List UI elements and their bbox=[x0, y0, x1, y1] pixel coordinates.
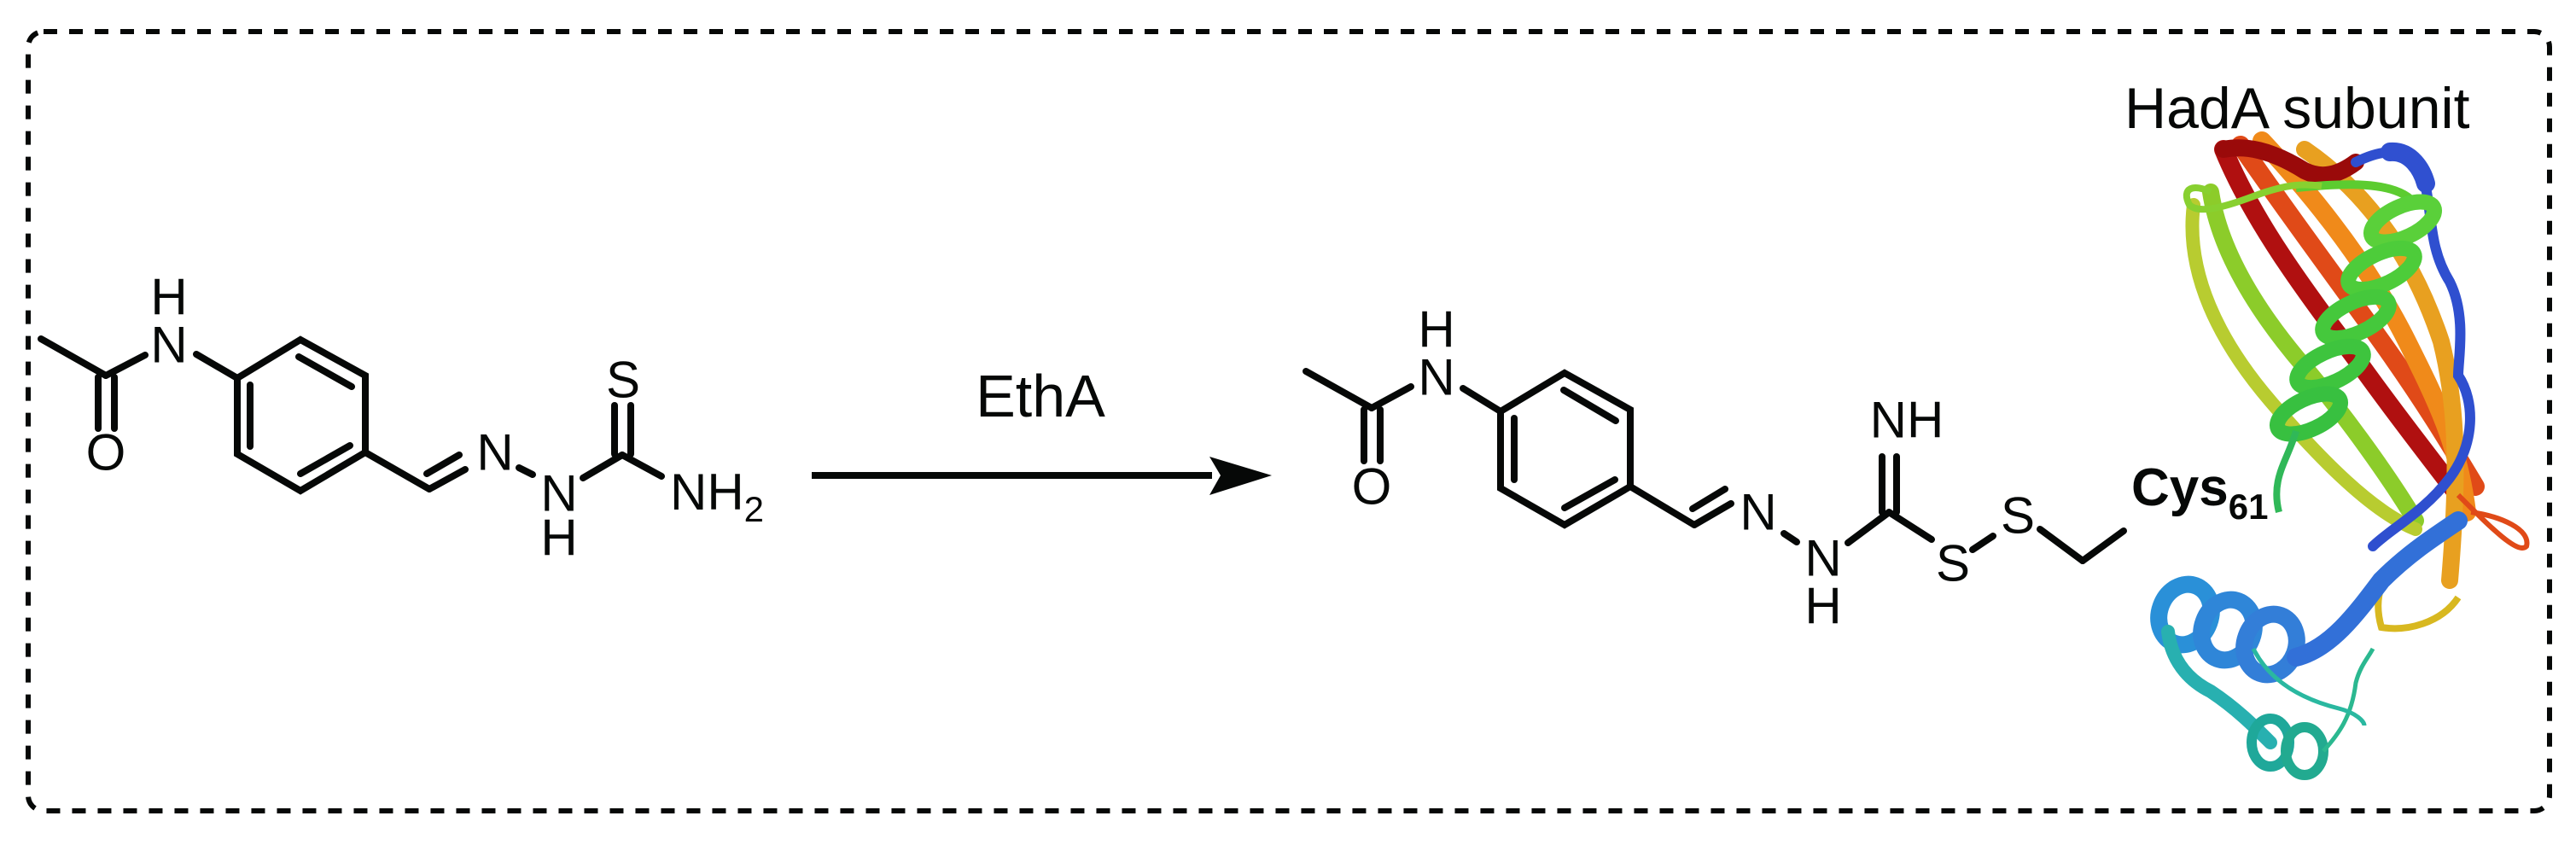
reactant-hydrazine-n: N bbox=[540, 465, 577, 522]
blue-helix bbox=[2150, 511, 2468, 684]
product-hydrazine-h: H bbox=[1804, 578, 1841, 635]
reactant-imine-n: N bbox=[476, 424, 513, 481]
product-sulfur-2: S bbox=[2001, 487, 2035, 545]
product-imine-nh: NH bbox=[1870, 392, 1944, 449]
dashed-frame bbox=[26, 29, 2552, 813]
enzyme-label: EthA bbox=[976, 363, 1105, 429]
product-sulfur-1: S bbox=[1936, 535, 1970, 592]
reactant-amide-n: N bbox=[150, 317, 187, 374]
product-hydrazine-n: N bbox=[1804, 530, 1841, 587]
reactant-thione-s: S bbox=[606, 352, 640, 409]
cysteine-label: Cys61 bbox=[2131, 458, 2268, 527]
product-carbonyl-o: O bbox=[1352, 458, 1392, 516]
arrowhead-icon bbox=[1209, 457, 1272, 495]
reaction-arrow: EthA bbox=[812, 363, 1272, 495]
reactant-amide-h: H bbox=[150, 269, 187, 326]
product-amide-h: H bbox=[1418, 301, 1454, 358]
reactant-amine: NH2 bbox=[670, 463, 764, 529]
reactant-hydrazine-h: H bbox=[540, 510, 577, 567]
reactant-molecule: O N H N N H S NH2 bbox=[38, 269, 764, 567]
green-helix bbox=[2269, 180, 2443, 513]
teal-coil bbox=[2161, 625, 2375, 780]
reactant-carbonyl-o: O bbox=[86, 424, 126, 481]
protein-label: HadA subunit bbox=[2124, 76, 2470, 141]
product-imine-n: N bbox=[1740, 484, 1776, 541]
hada-protein-ribbon: HadA subunit bbox=[2124, 76, 2530, 780]
product-molecule: O N H N N H NH S S Cys61 bbox=[1303, 301, 2268, 635]
product-amide-n: N bbox=[1418, 349, 1454, 406]
